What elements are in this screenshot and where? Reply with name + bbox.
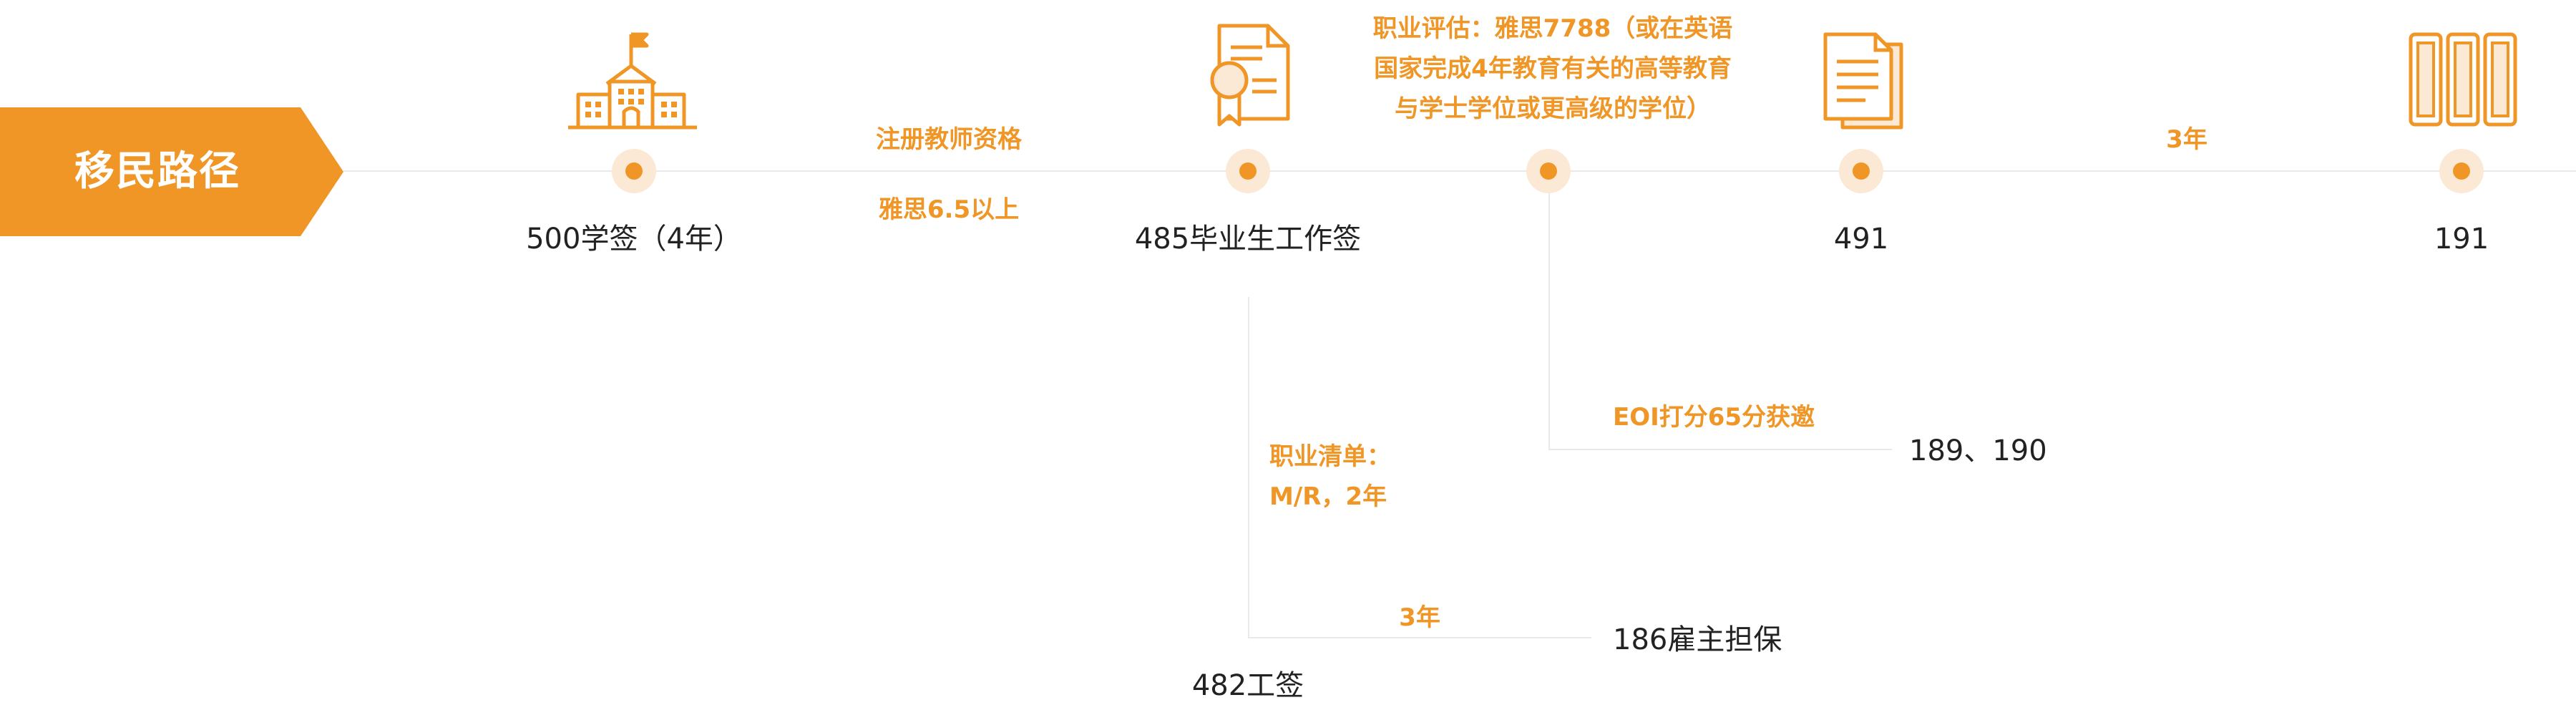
visa-186-label: 186雇主担保 [1613,623,1782,656]
timeline-node-491 [1839,149,1883,193]
note-occupation-list: 职业清单： M/R，2年 [1269,437,1391,517]
note-eoi-invitation: EOI打分65分获邀 [1613,403,1815,432]
note-assessment-line-2: 国家完成4年教育有关的高等教育 [1374,54,1732,83]
branch-line-eoi [1548,170,1550,449]
path-title: 移民路径 [74,148,240,195]
books-icon [2409,32,2517,127]
visa-491-label: 491 [1833,223,1889,256]
school-icon [568,32,697,130]
certificate-icon [1210,24,1290,127]
document-icon [1823,32,1903,130]
timeline-node-191 [2439,149,2484,193]
visa-189-190-label: 189、190 [1909,434,2047,467]
note-three-years-top: 3年 [2166,125,2207,154]
timeline-node-500 [612,149,656,193]
note-occupation-line-1: 职业清单： [1269,442,1391,471]
timeline-node-485 [1226,149,1270,193]
note-three-years-bottom: 3年 [1399,603,1440,632]
branch-line-485 [1248,297,1249,637]
branch-line-186 [1248,637,1591,638]
note-assessment-line-1: 职业评估：雅思7788（或在英语 [1372,14,1733,43]
timeline-node-eoi [1526,149,1571,193]
note-ielts-6-5: 雅思6.5以上 [878,195,1020,224]
note-assessment-line-3: 与学士学位或更高级的学位） [1395,94,1711,123]
note-occupation-line-2: M/R，2年 [1269,482,1387,511]
visa-191-label: 191 [2434,223,2489,256]
visa-485-label: 485毕业生工作签 [1134,223,1362,256]
visa-500-label: 500学签（4年） [526,223,742,256]
timeline-line [343,170,2576,172]
visa-482-label: 482工签 [1191,669,1304,702]
note-teacher-registration: 注册教师资格 [876,125,1022,154]
branch-line-189 [1548,449,1892,450]
path-title-badge: 移民路径 [0,107,343,236]
note-skills-assessment: 职业评估：雅思7788（或在英语 国家完成4年教育有关的高等教育 与学士学位或更… [1338,9,1767,129]
